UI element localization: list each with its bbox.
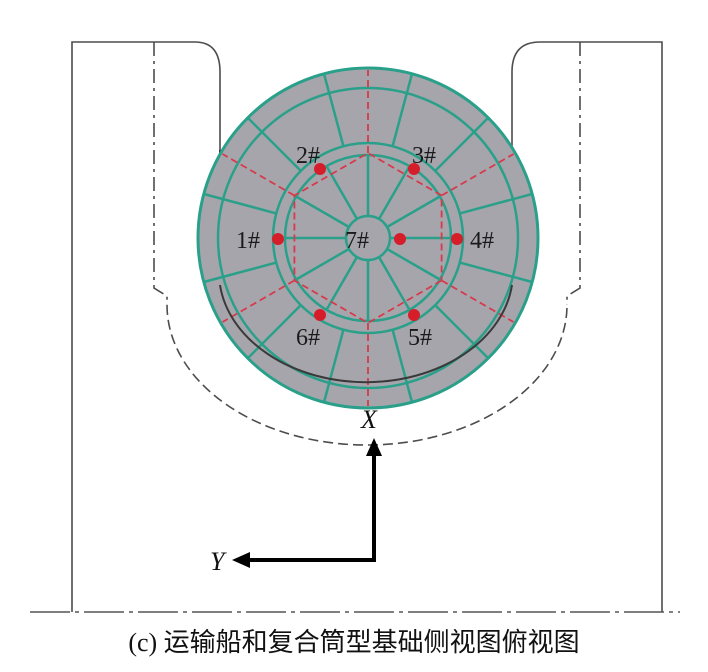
point-1-label: 1# [236, 228, 260, 254]
x-axis-label: X [360, 405, 378, 434]
point-2-label: 2# [296, 143, 320, 169]
rib-outer-2 [434, 304, 490, 360]
point-5-label: 5# [408, 325, 432, 351]
dashed-hexagon [293, 151, 443, 325]
ship-inner-left [153, 42, 168, 305]
rib-outer-7 [203, 192, 277, 215]
ship-outer-right [511, 41, 663, 612]
rib-outer-11 [434, 116, 490, 172]
coordinate-axes: X Y [210, 405, 382, 576]
measurement-points: 1# 2# 3# 4# 5# 6# 7# [236, 143, 494, 351]
rib-outer-1 [459, 261, 533, 284]
ship-inner-right [566, 42, 581, 305]
dashed-line-6 [441, 153, 514, 197]
ship-dashed-arc [166, 304, 568, 446]
rib-outer-4 [322, 329, 345, 403]
rib-ring-outer [216, 86, 520, 390]
point-4-marker [451, 233, 463, 245]
rib-inner-h-6 [377, 165, 411, 220]
point-6-marker [314, 309, 326, 321]
ship-outer-left [71, 41, 221, 612]
rib-outer-6 [203, 261, 277, 284]
rib-outer-8 [246, 116, 302, 172]
rib-outer-10 [391, 73, 414, 147]
y-axis-label: Y [210, 547, 227, 576]
rib-inner-4 [295, 195, 350, 229]
rib-outer-3 [391, 329, 414, 403]
point-5-marker [408, 309, 420, 321]
y-axis-arrowhead [232, 552, 250, 568]
bucket-foundation [196, 66, 540, 410]
rib-inner-h-2 [377, 256, 411, 311]
point-3-marker [408, 163, 420, 175]
figure-caption: (c) 运输船和复合筒型基础侧视图俯视图 [128, 628, 580, 657]
point-4-label: 4# [470, 228, 494, 254]
point-6-label: 6# [296, 325, 320, 351]
rib-inner-6 [386, 195, 441, 229]
rib-inner-1 [386, 247, 441, 281]
point-1-marker [272, 233, 284, 245]
rib-outer-9 [322, 73, 345, 147]
point-3-label: 3# [412, 143, 436, 169]
point-7-marker [394, 233, 406, 245]
rib-outer-5 [246, 304, 302, 360]
x-axis-arrowhead [366, 438, 382, 456]
point-7-label: 7# [345, 228, 369, 254]
point-2-marker [314, 163, 326, 175]
rib-inner-3 [295, 247, 350, 281]
dashed-line-3 [222, 279, 295, 323]
slot-overlay-arc [219, 284, 513, 384]
rib-outer-12 [459, 192, 533, 215]
dashed-line-4 [222, 153, 295, 197]
